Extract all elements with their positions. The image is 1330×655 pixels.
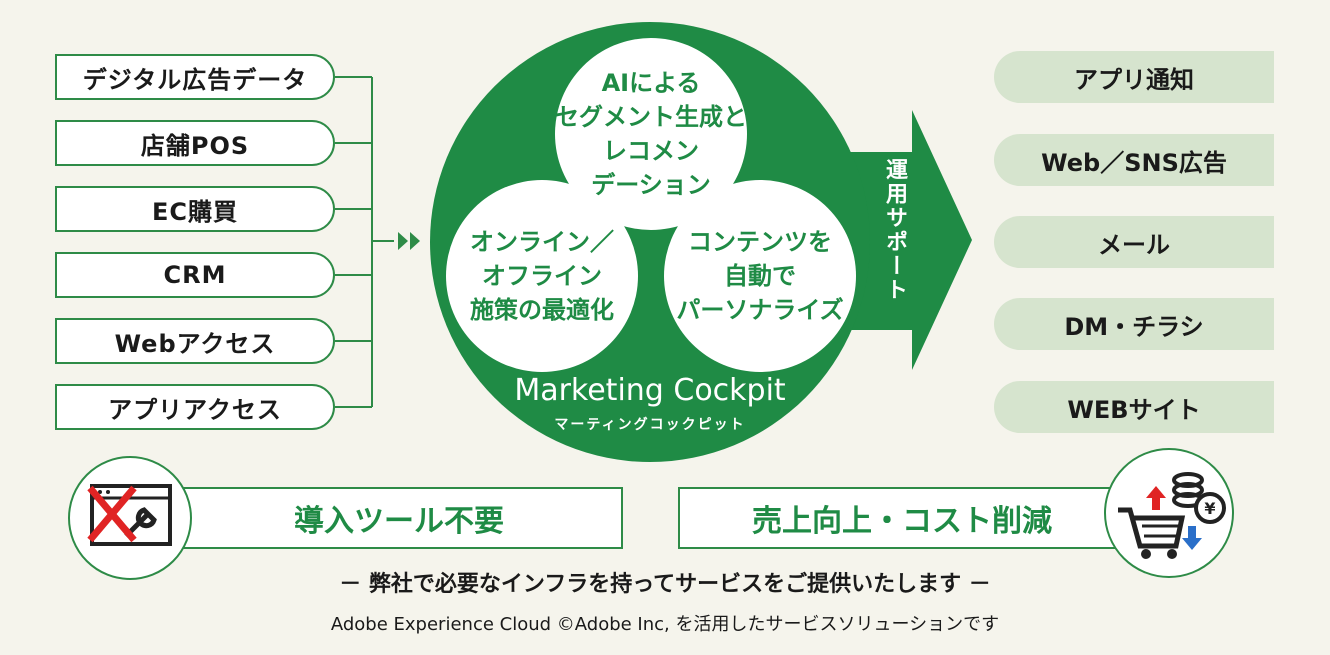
tagline: － 弊社で必要なインフラを持ってサービスをご提供いたします －: [339, 572, 991, 597]
online-offline-circle: オンライン／ オフライン 施策の最適化: [446, 180, 638, 372]
source-store-pos: 店舗POS: [55, 120, 335, 166]
source-app-access: アプリアクセス: [55, 384, 335, 430]
hub-title: Marketing Cockpit: [514, 373, 786, 408]
svg-text:¥: ¥: [1204, 499, 1215, 518]
personalize-circle: コンテンツを 自動で パーソナライズ: [664, 180, 856, 372]
up-arrow-icon: [1146, 486, 1166, 510]
yen-coin-icon: [1194, 492, 1226, 524]
hub-subtitle: マーティングコックピット: [554, 417, 746, 433]
source-digital-ad: デジタル広告データ: [55, 54, 335, 100]
no-tool-icon: [87, 484, 172, 546]
benefit-no-tools: 導入ツール不要: [175, 487, 623, 549]
source-web-access: Webアクセス: [55, 318, 335, 364]
benefit-sales-cost: 売上向上・コスト削減: [678, 487, 1126, 549]
dest-app-notification: アプリ通知: [994, 51, 1274, 103]
dest-website: WEBサイト: [994, 381, 1274, 433]
arrow-label: 運用サポート: [882, 158, 907, 302]
dest-mail: メール: [994, 216, 1274, 268]
sales-cost-icon-badge: ¥: [1104, 448, 1234, 578]
cart-coins-icon: ¥: [1118, 472, 1226, 559]
source-ec-purchase: EC購買: [55, 186, 335, 232]
credit-line: Adobe Experience Cloud ©Adobe Inc, を活用した…: [330, 614, 1000, 635]
down-arrow-icon: [1182, 526, 1202, 550]
dest-web-sns-ad: Web／SNS広告: [994, 134, 1274, 186]
dest-dm-flyer: DM・チラシ: [994, 298, 1274, 350]
source-crm: CRM: [55, 252, 335, 298]
double-arrow-icon: [398, 232, 420, 250]
no-tool-icon-badge: [68, 456, 192, 580]
